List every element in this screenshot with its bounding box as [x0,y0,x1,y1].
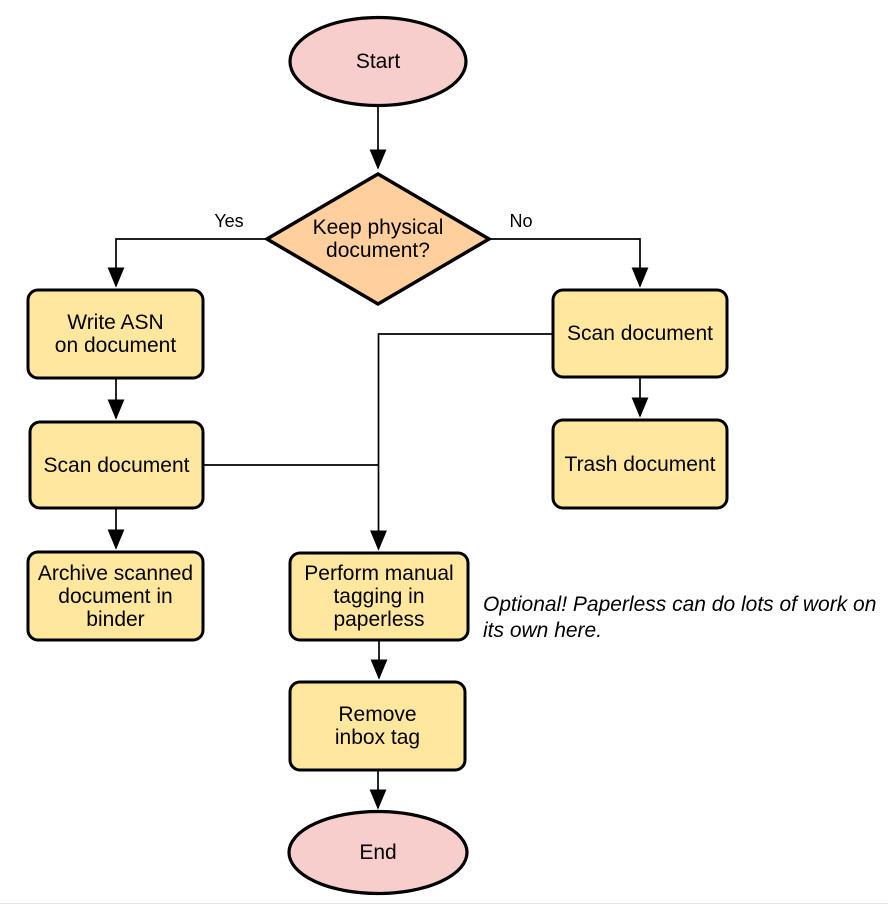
archive-node [26,550,205,642]
scan-document-right-node [551,288,729,379]
start-node [288,15,468,108]
perform-tagging-node [288,551,470,642]
edge-decision-yes-to-write-asn [107,238,266,288]
bottom-divider [0,903,888,904]
scan-document-left-node [28,420,205,510]
optional-note: Optional! Paperless can do lots of work … [483,593,877,642]
remove-inbox-tag-node [288,680,467,772]
trash-node [551,418,729,510]
edge-decision-no-to-scan-right [490,238,649,288]
decision-node [263,171,493,307]
write-asn-node [26,288,205,380]
edge-scan-right-to-perform [370,333,553,551]
end-node [287,809,469,896]
